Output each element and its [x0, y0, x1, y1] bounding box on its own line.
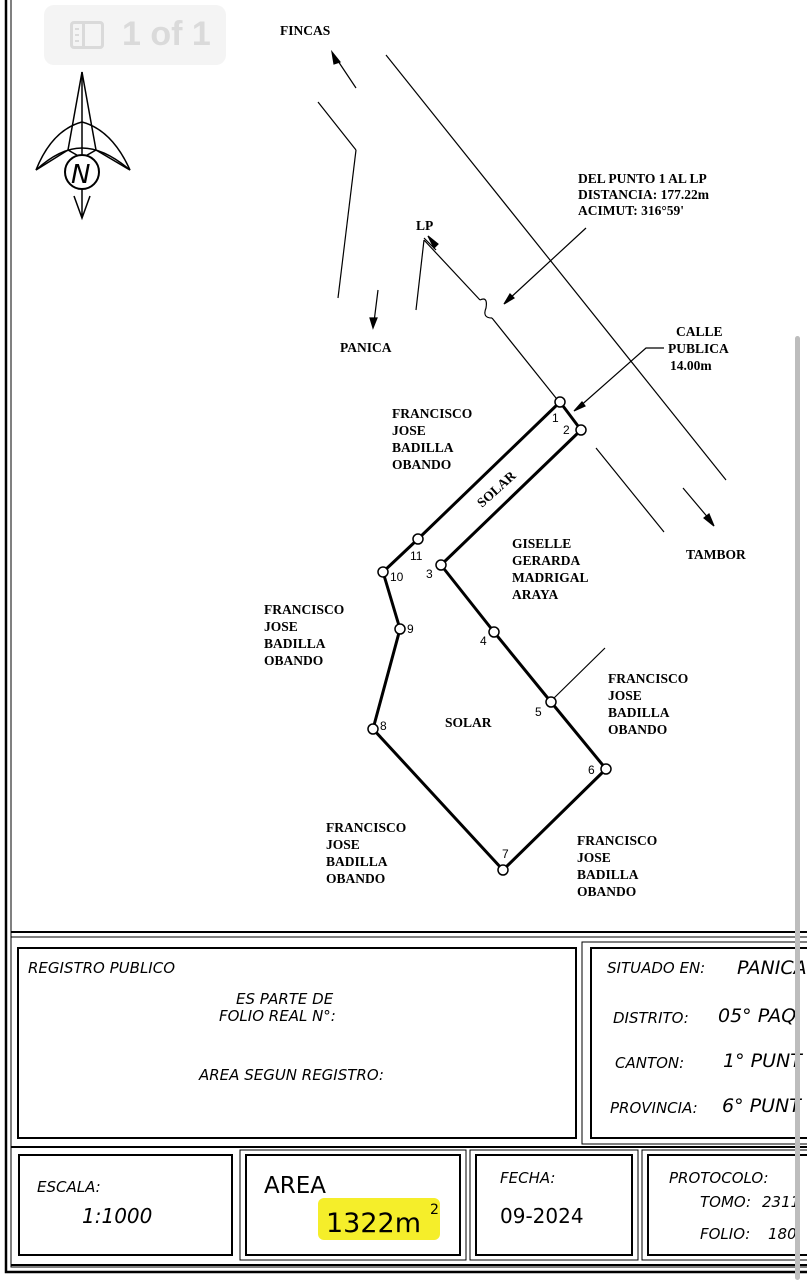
- title-block-frame: [11, 931, 807, 1266]
- north-arrow-icon: [35, 71, 131, 221]
- label-panica: PANICA: [340, 340, 392, 355]
- vertex-label-2: 2: [563, 423, 570, 437]
- svg-text:JOSE: JOSE: [392, 423, 426, 438]
- svg-text:FRANCISCO: FRANCISCO: [577, 833, 657, 848]
- vertex-label-9: 9: [407, 622, 414, 636]
- svg-text:BADILLA: BADILLA: [392, 440, 454, 455]
- svg-text:FRANCISCO: FRANCISCO: [264, 602, 344, 617]
- svg-text:GERARDA: GERARDA: [512, 553, 581, 568]
- svg-text:FRANCISCO: FRANCISCO: [326, 820, 406, 835]
- area-label: AREA: [264, 1173, 326, 1199]
- svg-text:BADILLA: BADILLA: [326, 854, 388, 869]
- svg-text:ARAYA: ARAYA: [512, 587, 559, 602]
- north-letter: N: [71, 160, 90, 190]
- label-fincas: FINCAS: [280, 23, 330, 38]
- distrito-label: DISTRITO:: [613, 1009, 689, 1027]
- street-note-line-1: CALLE: [676, 324, 723, 339]
- page-indicator[interactable]: 1 of 1: [44, 5, 226, 65]
- page-indicator-text: 1 of 1: [122, 15, 211, 53]
- svg-text:JOSE: JOSE: [264, 619, 298, 634]
- provincia-label: PROVINCIA:: [610, 1099, 698, 1117]
- neighbor-south-east-lower: FRANCISCO JOSE BADILLA OBANDO: [577, 833, 657, 899]
- registro-line-3: AREA SEGUN REGISTRO:: [198, 1066, 384, 1084]
- direction-arrows: [331, 49, 715, 527]
- vertex-label-10: 10: [390, 570, 404, 584]
- svg-text:OBANDO: OBANDO: [264, 653, 323, 668]
- svg-text:MADRIGAL: MADRIGAL: [512, 570, 589, 585]
- label-tambor: TAMBOR: [686, 547, 746, 562]
- canton-value: 1° PUNT: [723, 1050, 803, 1072]
- fecha-value: 09-2024: [500, 1204, 584, 1228]
- vertex-label-11: 11: [410, 549, 423, 563]
- tie-note-line-2: DISTANCIA: 177.22m: [578, 187, 710, 202]
- tie-note-line-3: ACIMUT: 316°59': [578, 203, 684, 218]
- tomo-label: TOMO:: [700, 1193, 751, 1211]
- svg-text:OBANDO: OBANDO: [608, 722, 667, 737]
- neighbor-east: GISELLE GERARDA MADRIGAL ARAYA: [512, 536, 589, 602]
- neighbor-west: FRANCISCO JOSE BADILLA OBANDO: [264, 602, 344, 668]
- vertex-markers: [367, 396, 612, 876]
- neighbor-south-east-upper: FRANCISCO JOSE BADILLA OBANDO: [608, 671, 688, 737]
- protocolo-label: PROTOCOLO:: [669, 1169, 769, 1187]
- provincia-value: 6° PUNT: [722, 1095, 802, 1117]
- svg-text:OBANDO: OBANDO: [577, 884, 636, 899]
- distrito-value: 05° PAQ: [718, 1005, 796, 1027]
- vertex-label-6: 6: [588, 763, 595, 777]
- fecha-label: FECHA:: [500, 1169, 555, 1187]
- tie-line: [423, 227, 664, 701]
- svg-text:BADILLA: BADILLA: [608, 705, 670, 720]
- svg-text:GISELLE: GISELLE: [512, 536, 571, 551]
- tie-note-line-1: DEL PUNTO 1 AL LP: [578, 171, 707, 186]
- vertex-label-4: 4: [480, 634, 487, 648]
- vertex-label-7: 7: [502, 847, 509, 861]
- area-value: 1322m: [326, 1208, 421, 1239]
- svg-text:OBANDO: OBANDO: [326, 871, 385, 886]
- page-thumbnail-icon: [70, 21, 104, 49]
- folio-value: 180: [768, 1225, 797, 1243]
- vertex-label-3: 3: [426, 567, 433, 581]
- label-lp: LP: [416, 218, 433, 233]
- canton-label: CANTON:: [615, 1054, 684, 1072]
- road-lines: [317, 54, 727, 533]
- neighbor-south-west: FRANCISCO JOSE BADILLA OBANDO: [326, 820, 406, 886]
- plan-frame: [4, 0, 807, 1274]
- tomo-value: 2311: [762, 1193, 800, 1211]
- street-note-line-2: PUBLICA: [668, 341, 729, 356]
- folio-label: FOLIO:: [700, 1225, 750, 1243]
- label-solar-main: SOLAR: [445, 715, 492, 730]
- escala-label: ESCALA:: [37, 1178, 101, 1196]
- svg-text:OBANDO: OBANDO: [392, 457, 451, 472]
- lot-boundary: [371, 400, 608, 872]
- svg-text:JOSE: JOSE: [608, 688, 642, 703]
- area-unit-superscript: 2: [430, 1202, 439, 1218]
- plan-frame-inner: [10, 0, 807, 1268]
- vertical-scrollbar[interactable]: [795, 336, 800, 1280]
- street-note-line-3: 14.00m: [670, 358, 712, 373]
- registro-line-1: ES PARTE DE: [236, 990, 334, 1008]
- svg-text:BADILLA: BADILLA: [264, 636, 326, 651]
- situado-label: SITUADO EN:: [607, 959, 705, 977]
- svg-text:FRANCISCO: FRANCISCO: [392, 406, 472, 421]
- situado-value: PANICA: [737, 957, 807, 979]
- svg-text:BADILLA: BADILLA: [577, 867, 639, 882]
- svg-text:JOSE: JOSE: [577, 850, 611, 865]
- registro-title: REGISTRO PUBLICO: [28, 959, 175, 977]
- registro-line-2: FOLIO REAL N°:: [219, 1007, 336, 1025]
- vertex-label-1: 1: [552, 411, 559, 425]
- escala-value: 1:1000: [82, 1204, 152, 1228]
- svg-text:JOSE: JOSE: [326, 837, 360, 852]
- label-solar-upper: SOLAR: [474, 468, 519, 510]
- neighbor-north-west: FRANCISCO JOSE BADILLA OBANDO: [392, 406, 472, 472]
- svg-text:FRANCISCO: FRANCISCO: [608, 671, 688, 686]
- area-highlight: [318, 1198, 440, 1240]
- vertex-label-8: 8: [380, 719, 387, 733]
- vertex-label-5: 5: [535, 705, 542, 719]
